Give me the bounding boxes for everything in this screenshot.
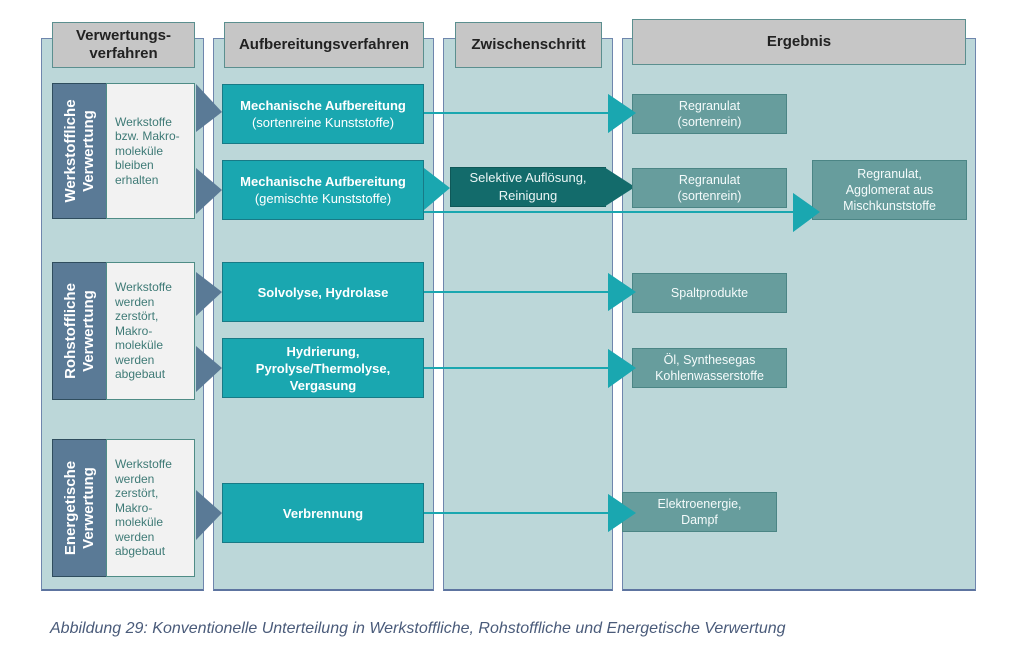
- process-solvolyse-hydrolase: Solvolyse, Hydrolase: [222, 262, 424, 322]
- header-line: Verwertungs-: [75, 27, 172, 44]
- header-aufbereitungsverfahren: Aufbereitungsverfahren: [224, 22, 424, 68]
- process-title: Verbrennung: [282, 505, 364, 521]
- description-line: moleküle: [115, 338, 164, 353]
- process-title: Pyrolyse/Thermolyse,: [255, 360, 391, 376]
- process-verbrennung: Verbrennung: [222, 483, 424, 543]
- category-label: Rohstoffliche Verwertung: [62, 283, 98, 379]
- process-title: Solvolyse, Hydrolase: [257, 284, 389, 300]
- process-mechanische-aufbereitung-sortenrein: Mechanische Aufbereitung (sortenreine Ku…: [222, 84, 424, 144]
- description-line: zerstört,: [115, 486, 159, 501]
- category-label: Energetische Verwertung: [62, 461, 98, 555]
- result-line: Mischkunststoffe: [843, 199, 936, 213]
- header-text: Aufbereitungsverfahren: [238, 36, 410, 53]
- result-line: Elektroenergie,: [657, 497, 742, 511]
- description-line: Werkstoffe: [115, 457, 172, 472]
- description-line: Makro-: [115, 323, 153, 338]
- category-label: Werkstoffliche Verwertung: [62, 99, 98, 202]
- result-line: Öl, Synthesegas: [663, 353, 756, 367]
- result-regranulat-sortenrein: Regranulat (sortenrein): [632, 94, 787, 134]
- process-hydrierung-pyrolyse-vergasung: Hydrierung, Pyrolyse/Thermolyse, Vergasu…: [222, 338, 424, 398]
- arrow-slate-icon: [196, 84, 222, 132]
- category-label-line: Verwertung: [80, 110, 97, 192]
- figure-caption: Abbildung 29: Konventionelle Unterteilun…: [50, 620, 786, 637]
- header-zwischenschritt: Zwischenschritt: [455, 22, 602, 68]
- header-text: Ergebnis: [766, 33, 832, 50]
- result-line: Regranulat: [678, 99, 741, 113]
- process-title: Vergasung: [289, 377, 357, 393]
- arrow-slate-icon: [196, 346, 222, 392]
- result-line: Kohlenwasserstoffe: [655, 369, 764, 383]
- description-line: bzw. Makro-: [115, 129, 180, 144]
- description-line: werden: [115, 529, 155, 544]
- process-subtitle: (gemischte Kunststoffe): [254, 191, 392, 206]
- intermediate-line: Selektive Auflösung,: [469, 170, 587, 185]
- result-line: Regranulat,: [857, 167, 922, 181]
- category-label-line: Energetische: [62, 460, 79, 556]
- result-line: Agglomerat aus: [845, 183, 934, 197]
- process-title: Mechanische Aufbereitung: [240, 174, 406, 189]
- header-ergebnis: Ergebnis: [632, 19, 966, 65]
- arrow-slate-icon: [196, 168, 222, 214]
- arrow-teal-icon: [424, 168, 450, 210]
- description-line: bleiben: [115, 158, 154, 173]
- category-label-line: Verwertung: [80, 290, 97, 372]
- intermediate-line: Reinigung: [498, 188, 558, 203]
- process-mechanische-aufbereitung-gemischt: Mechanische Aufbereitung (gemischte Kuns…: [222, 160, 424, 220]
- description-line: moleküle: [115, 515, 164, 530]
- description-line: werden: [115, 352, 155, 367]
- process-title: Hydrierung,: [286, 343, 360, 359]
- category-description: Werkstoffe werden zerstört, Makro- molek…: [106, 262, 195, 400]
- header-verwertungsverfahren: Verwertungs- verfahren: [52, 22, 195, 68]
- result-line: (sortenrein): [677, 189, 742, 203]
- process-title: Mechanische Aufbereitung: [240, 98, 406, 113]
- result-spaltprodukte: Spaltprodukte: [632, 273, 787, 313]
- result-line: Regranulat: [678, 173, 741, 187]
- category-rohstoffliche: Rohstoffliche Verwertung: [52, 262, 108, 400]
- description-line: Makro-: [115, 500, 153, 515]
- process-subtitle: (sortenreine Kunststoffe): [251, 115, 395, 130]
- category-energetische: Energetische Verwertung: [52, 439, 108, 577]
- category-label-line: Verwertung: [80, 467, 97, 549]
- header-text: Zwischenschritt: [471, 36, 586, 53]
- result-line: (sortenrein): [677, 115, 742, 129]
- intermediate-selektive-aufloesung: Selektive Auflösung, Reinigung: [450, 167, 606, 207]
- result-line: Dampf: [681, 513, 718, 527]
- category-description: Werkstoffe bzw. Makro- moleküle bleiben …: [106, 83, 195, 219]
- result-elektroenergie-dampf: Elektroenergie, Dampf: [622, 492, 777, 532]
- result-line: Spaltprodukte: [670, 286, 749, 300]
- column-zwischenschritt: [443, 38, 613, 591]
- arrow-slate-icon: [196, 490, 222, 540]
- category-label-line: Rohstoffliche: [62, 283, 79, 379]
- description-line: abgebaut: [115, 367, 166, 382]
- description-line: werden: [115, 471, 155, 486]
- description-line: Werkstoffe: [115, 114, 172, 129]
- description-line: erhalten: [115, 172, 159, 187]
- description-line: abgebaut: [115, 544, 166, 559]
- header-line: verfahren: [89, 45, 158, 62]
- result-oel-synthesegas: Öl, Synthesegas Kohlenwasserstoffe: [632, 348, 787, 388]
- category-werkstoffliche: Werkstoffliche Verwertung: [52, 83, 108, 219]
- description-line: Werkstoffe: [115, 280, 172, 295]
- result-regranulat-sortenrein-2: Regranulat (sortenrein): [632, 168, 787, 208]
- category-label-line: Werkstoffliche: [62, 99, 79, 203]
- description-line: werden: [115, 294, 155, 309]
- description-line: zerstört,: [115, 309, 159, 324]
- arrow-slate-icon: [196, 272, 222, 316]
- description-line: moleküle: [115, 143, 164, 158]
- result-regranulat-agglomerat: Regranulat, Agglomerat aus Mischkunststo…: [812, 160, 967, 220]
- category-description: Werkstoffe werden zerstört, Makro- molek…: [106, 439, 195, 577]
